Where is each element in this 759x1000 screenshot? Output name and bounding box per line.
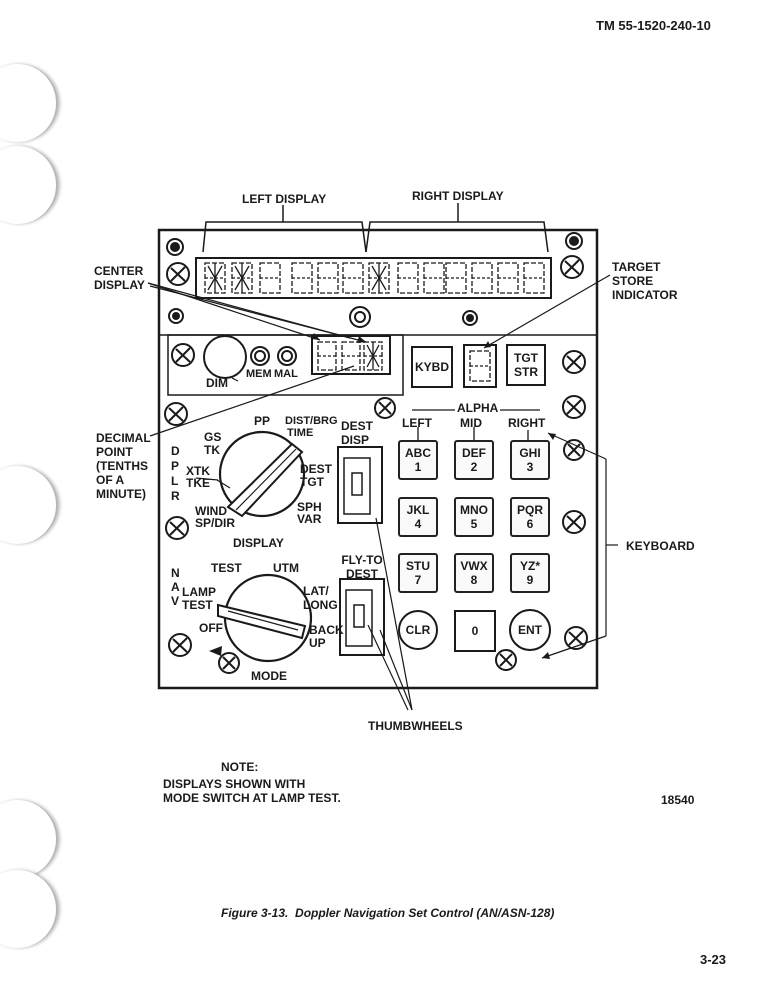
- mode-off-label: OFF: [199, 621, 223, 635]
- display-digit: [469, 350, 491, 382]
- display-var-label: VAR: [297, 512, 322, 526]
- display-sp-dir-label: SP/DIR: [195, 516, 236, 530]
- fly-to-dest-label: FLY-TO DEST: [341, 553, 383, 581]
- display-tgt-label: TGT: [300, 475, 324, 489]
- dplr-label: D P L R: [171, 444, 180, 503]
- figure-reference-number: 18540: [661, 793, 695, 807]
- mode-lat-long-label: LAT/ LONG: [303, 584, 338, 612]
- dim-label: DIM: [206, 376, 228, 390]
- center-display-callout: CENTER DISPLAY: [94, 264, 145, 292]
- display-tke-label: TKE: [186, 476, 210, 490]
- display-pp-label: PP: [254, 414, 271, 428]
- display-wind-label: WIND: [195, 504, 227, 518]
- figure-caption: Figure 3-13. Doppler Navigation Set Cont…: [221, 906, 555, 920]
- display-digit: [341, 341, 361, 371]
- alpha-label: ALPHA: [455, 401, 501, 415]
- alpha-right-label: RIGHT: [508, 416, 546, 430]
- display-dest-label: DEST: [300, 462, 333, 476]
- display-digit: [423, 262, 445, 294]
- tgt-str-button-label: TGT STR: [514, 351, 538, 379]
- note-body: DISPLAYS SHOWN WITH MODE SWITCH AT LAMP …: [163, 777, 341, 805]
- display-dist-brg-label: DIST/BRG: [285, 415, 338, 427]
- mode-utm-label: UTM: [273, 561, 299, 575]
- display-digit: [317, 341, 337, 371]
- display-sph-label: SPH: [297, 500, 322, 514]
- display-digit: [497, 262, 519, 294]
- display-digit: [342, 262, 364, 294]
- display-digit: [204, 262, 226, 294]
- display-digit: [445, 262, 467, 294]
- display-gs-label: GS: [204, 430, 222, 444]
- thumbwheels-callout: THUMBWHEELS: [368, 719, 463, 733]
- mem-label: MEM: [246, 368, 272, 380]
- ent-button[interactable]: ENT: [518, 623, 542, 637]
- key-yz-9[interactable]: YZ*9: [510, 553, 550, 593]
- clr-button[interactable]: CLR: [405, 623, 431, 637]
- document-number: TM 55-1520-240-10: [596, 18, 711, 33]
- display-digit: [259, 262, 281, 294]
- left-display-label: LEFT DISPLAY: [242, 192, 327, 206]
- binder-hole: [0, 64, 58, 142]
- display-digit: [317, 262, 339, 294]
- mal-label: MAL: [274, 368, 298, 380]
- display-digit: [231, 262, 253, 294]
- alpha-mid-label: MID: [460, 416, 482, 430]
- display-digit: [471, 262, 493, 294]
- mode-switch-title: MODE: [251, 669, 287, 683]
- display-digit: [363, 341, 383, 371]
- nav-label: N A V: [171, 566, 180, 608]
- note-heading: NOTE:: [221, 760, 259, 774]
- right-display-label: RIGHT DISPLAY: [412, 189, 504, 203]
- display-tk-label: TK: [204, 443, 220, 457]
- mode-lamp-test-label: LAMP TEST: [182, 585, 216, 612]
- key-0[interactable]: 0: [471, 624, 479, 638]
- display-switch-title: DISPLAY: [233, 536, 284, 550]
- display-xtk-label: XTK: [186, 464, 210, 478]
- keyboard-callout: KEYBOARD: [626, 539, 695, 553]
- display-digit: [291, 262, 313, 294]
- display-time-label: TIME: [287, 427, 314, 439]
- display-digit: [368, 262, 390, 294]
- display-digit: [397, 262, 419, 294]
- page-number: 3-23: [700, 952, 727, 967]
- kybd-button-label: KYBD: [414, 360, 449, 374]
- display-digit: [523, 262, 545, 294]
- mode-test-label: TEST: [211, 561, 242, 575]
- alpha-left-label: LEFT: [402, 416, 432, 430]
- target-store-indicator-callout: TARGET STORE INDICATOR: [612, 260, 678, 302]
- decimal-point-callout: DECIMAL POINT (TENTHS OF A MINUTE): [96, 431, 151, 501]
- dest-disp-label: DEST DISP: [341, 419, 374, 447]
- mode-back-up-label: BACK UP: [309, 623, 344, 650]
